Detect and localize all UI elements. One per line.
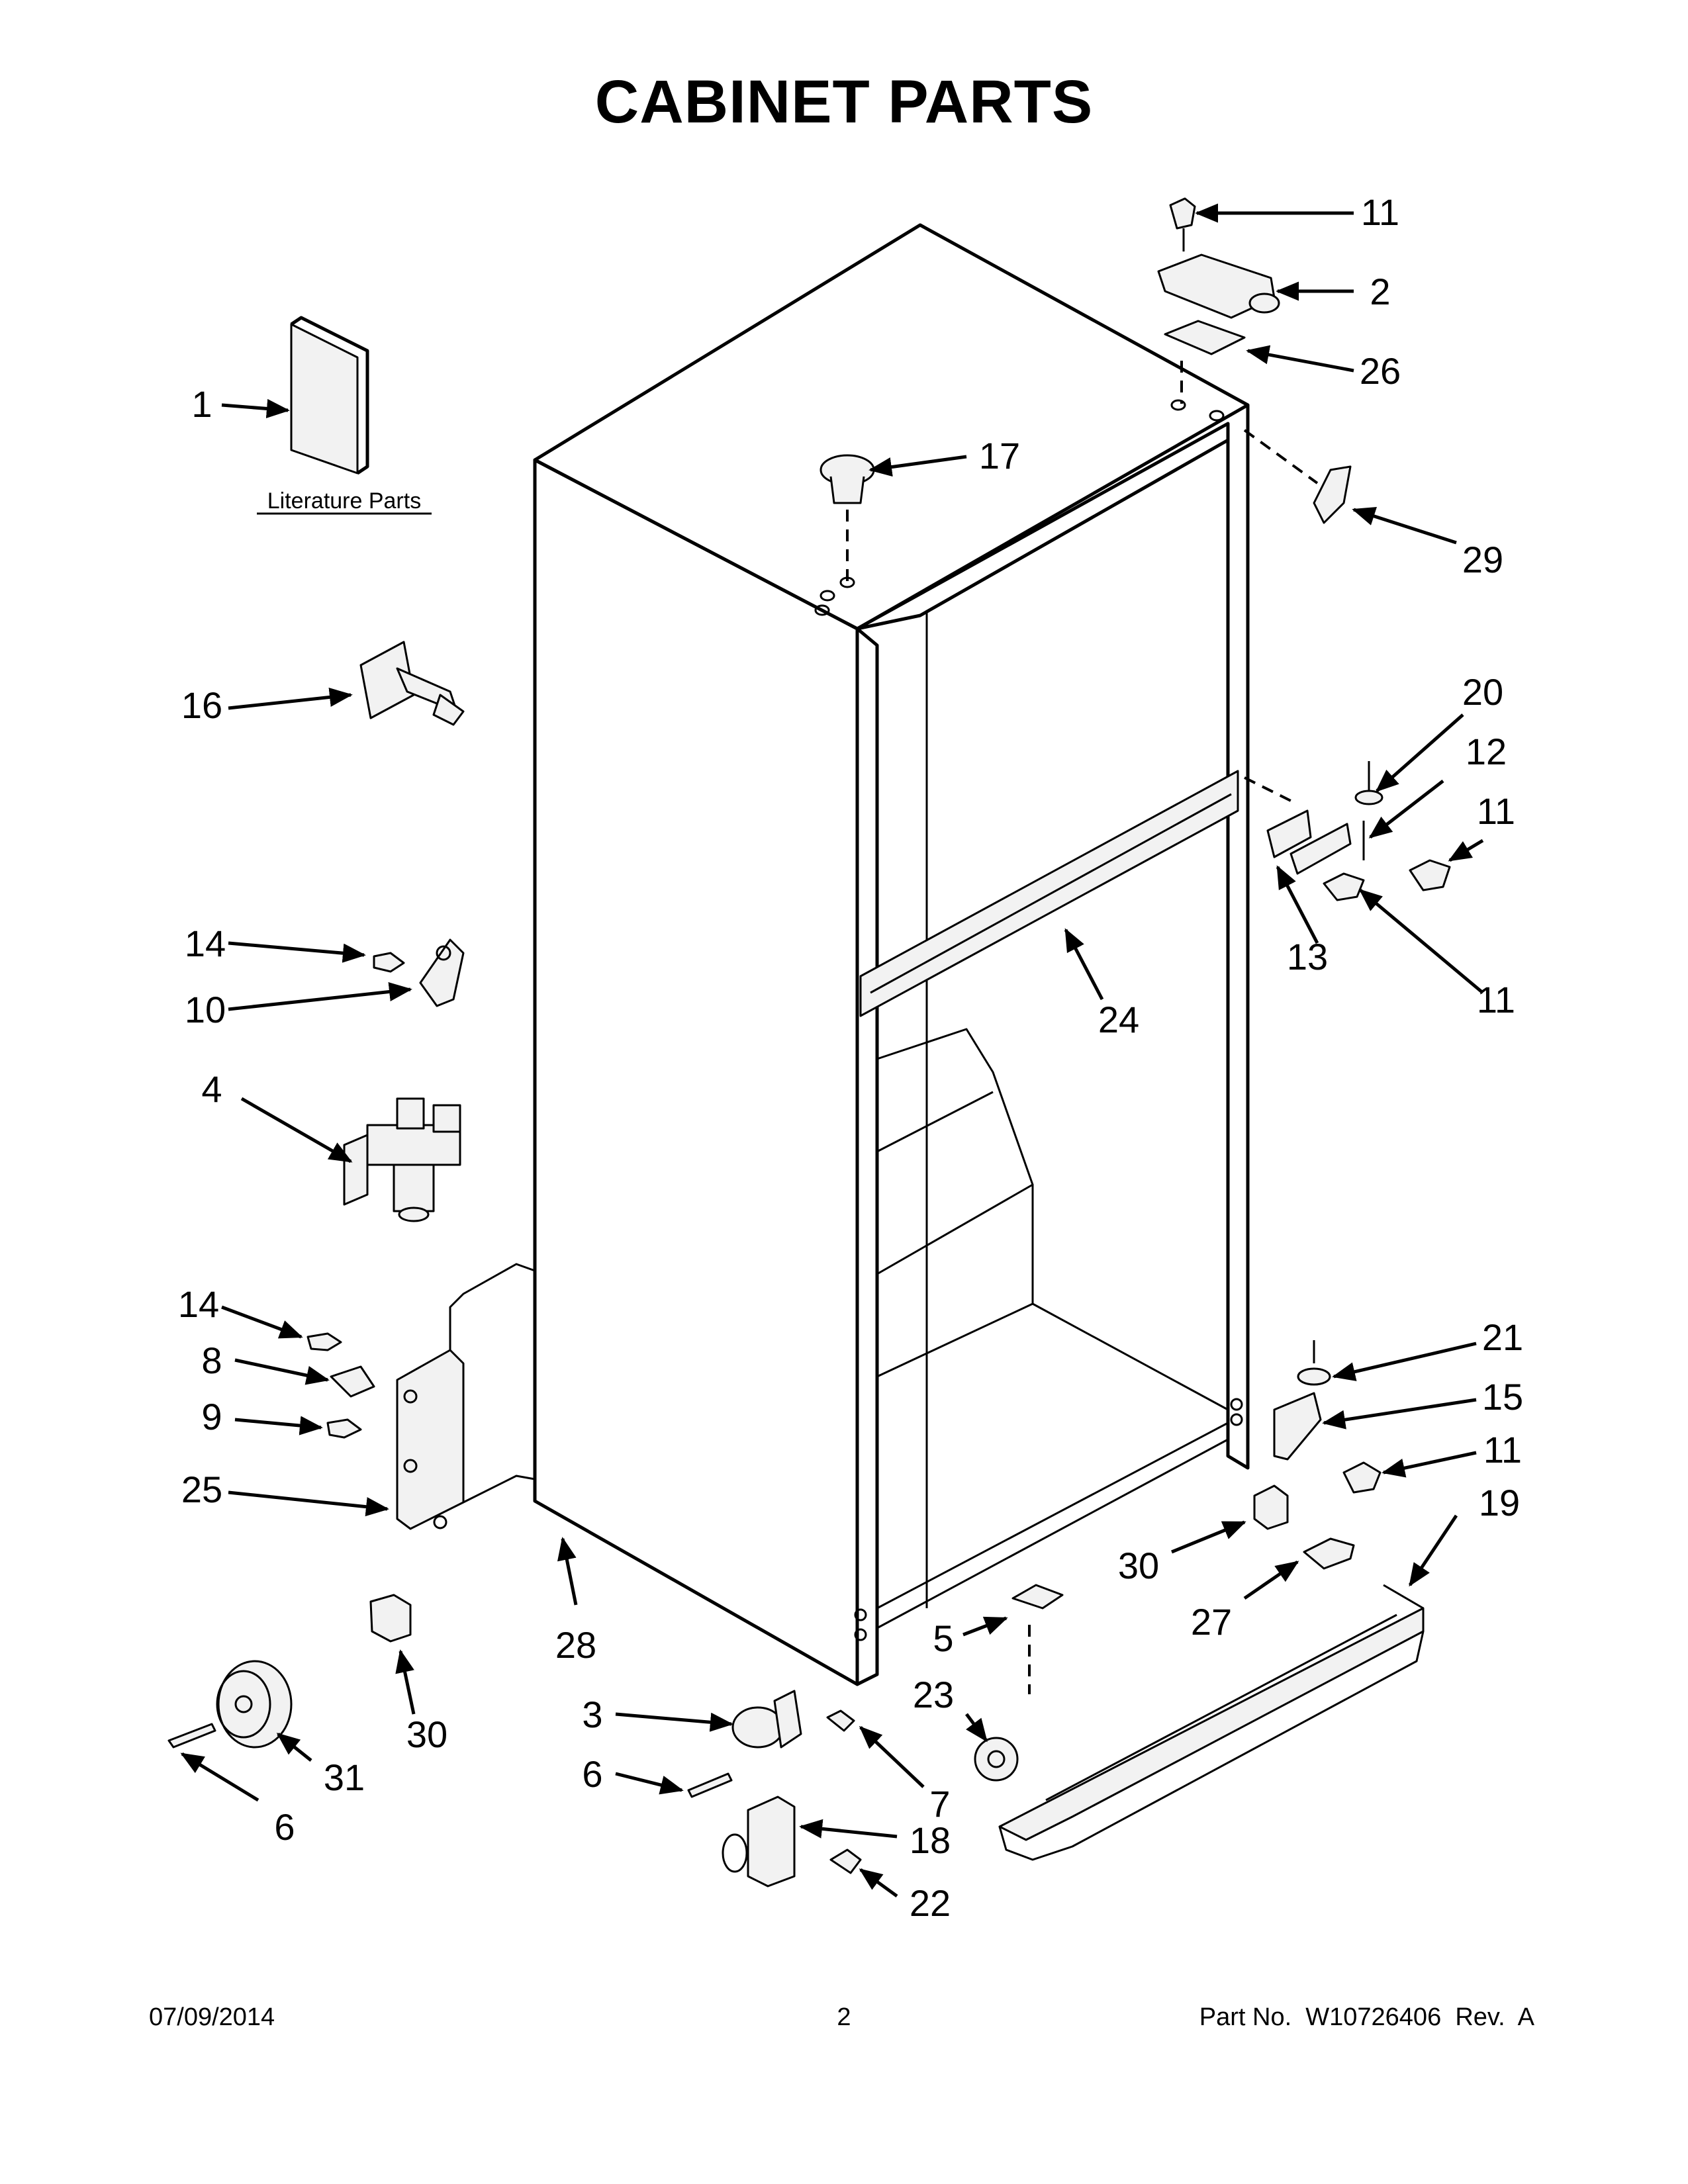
callout-11-bottom: 11	[1483, 1429, 1522, 1471]
callout-18: 18	[910, 1819, 951, 1861]
callout-9: 9	[201, 1396, 222, 1437]
door-stop-icon	[359, 641, 465, 726]
callout-6-center: 6	[582, 1753, 602, 1795]
callout-17: 17	[979, 435, 1020, 477]
leveling-pad-icon	[1011, 1584, 1064, 1694]
foot-pad-left-icon	[369, 1594, 412, 1643]
callout-30-left: 30	[406, 1713, 447, 1755]
foot-pad-right-icon	[1253, 1484, 1289, 1530]
callout-14-upper: 14	[185, 923, 226, 964]
water-valve-icon	[343, 1097, 461, 1222]
page-title: CABINET PARTS	[595, 68, 1093, 136]
base-grille-icon	[998, 1584, 1425, 1861]
callout-20: 20	[1462, 671, 1503, 713]
bottom-hinge-assembly-icon	[1273, 1340, 1382, 1494]
top-hinge-assembly-icon	[1157, 197, 1280, 404]
callout-6-left: 6	[274, 1806, 295, 1848]
callout-23: 23	[913, 1674, 954, 1715]
callout-28: 28	[555, 1624, 596, 1666]
callout-5: 5	[933, 1617, 953, 1659]
callout-25: 25	[181, 1469, 222, 1510]
callout-27: 27	[1191, 1601, 1232, 1643]
roller-bracket-icon	[722, 1796, 862, 1888]
bracket-screw-icon	[373, 938, 465, 1007]
callout-10: 10	[185, 989, 226, 1030]
callout-30-right: 30	[1118, 1545, 1159, 1586]
callout-21: 21	[1482, 1316, 1523, 1358]
center-hinge-assembly-icon	[1244, 761, 1451, 901]
caster-bracket-icon	[687, 1690, 855, 1798]
callout-24: 24	[1098, 999, 1139, 1040]
callout-29: 29	[1462, 539, 1503, 580]
callout-14-lower: 14	[178, 1283, 219, 1325]
callout-11-top: 11	[1361, 191, 1399, 233]
callout-8: 8	[201, 1340, 222, 1381]
callout-1: 1	[191, 383, 212, 425]
callout-22: 22	[910, 1882, 951, 1924]
callout-19: 19	[1479, 1482, 1520, 1524]
callout-7: 7	[929, 1783, 950, 1825]
callout-4: 4	[201, 1068, 222, 1110]
cabinet-body	[533, 223, 1250, 1686]
literature-parts-icon	[290, 316, 369, 475]
roller-wheel-icon	[974, 1737, 1019, 1782]
plug-icon	[820, 454, 875, 582]
footer-part-number: Part No. W10726406 Rev. A	[1199, 2003, 1535, 2031]
hinge-cover-icon	[1243, 429, 1352, 524]
callout-16: 16	[181, 684, 222, 726]
caster-wheel-icon	[167, 1660, 293, 1749]
callout-31: 31	[324, 1756, 365, 1798]
callout-3: 3	[582, 1694, 602, 1735]
footer-page-number: 2	[837, 2003, 851, 2031]
callout-13: 13	[1287, 936, 1328, 978]
callout-11-lower: 11	[1477, 979, 1515, 1021]
callout-15: 15	[1482, 1376, 1523, 1418]
callout-2: 2	[1370, 271, 1390, 312]
leader-arrows	[180, 203, 1484, 1898]
callout-11-right: 11	[1477, 790, 1515, 832]
grille-clip-icon	[1303, 1537, 1355, 1570]
literature-label: Literature Parts	[267, 488, 421, 514]
callout-labels: 1 11 2 26 17 29 16 20 12 11 11 13 14 10 …	[178, 191, 1523, 1924]
footer-date: 07/09/2014	[149, 2003, 275, 2031]
callout-12: 12	[1466, 731, 1507, 772]
callout-26: 26	[1360, 350, 1401, 392]
left-bracket-assembly-icon	[306, 1263, 536, 1530]
